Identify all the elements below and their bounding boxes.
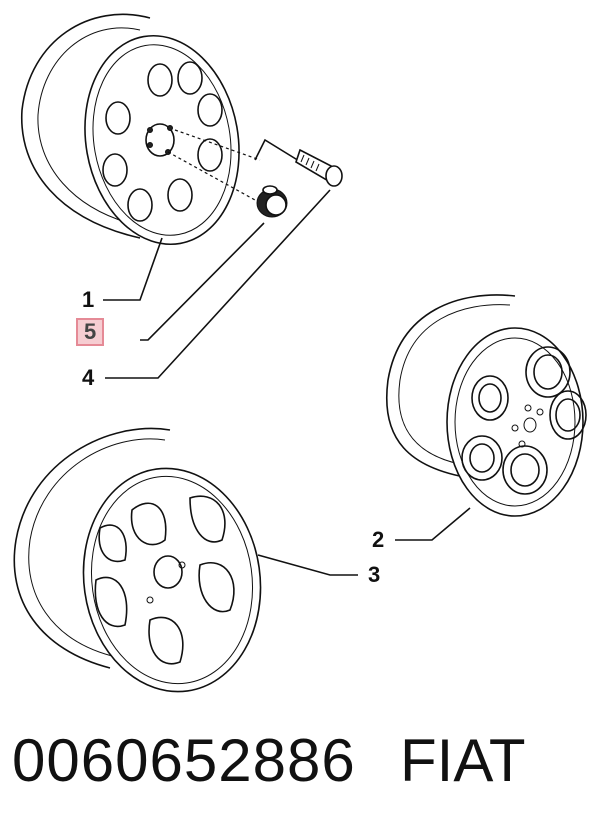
center-cap-drawing bbox=[256, 185, 288, 218]
callout-5-highlighted: 5 bbox=[76, 318, 105, 346]
part-number: 0060652886 bbox=[12, 727, 356, 794]
wheel-2-drawing bbox=[386, 294, 587, 517]
callout-4: 4 bbox=[82, 365, 95, 390]
exploded-parts-diagram bbox=[13, 13, 587, 693]
wheel-bolt-drawing bbox=[295, 148, 343, 187]
callout-3: 3 bbox=[368, 562, 381, 587]
wheel-3-drawing bbox=[13, 427, 262, 693]
callout-2: 2 bbox=[372, 527, 385, 552]
wheel-1-drawing bbox=[21, 13, 331, 246]
callout-1: 1 bbox=[82, 287, 95, 312]
brand-label: FIAT bbox=[400, 727, 526, 794]
